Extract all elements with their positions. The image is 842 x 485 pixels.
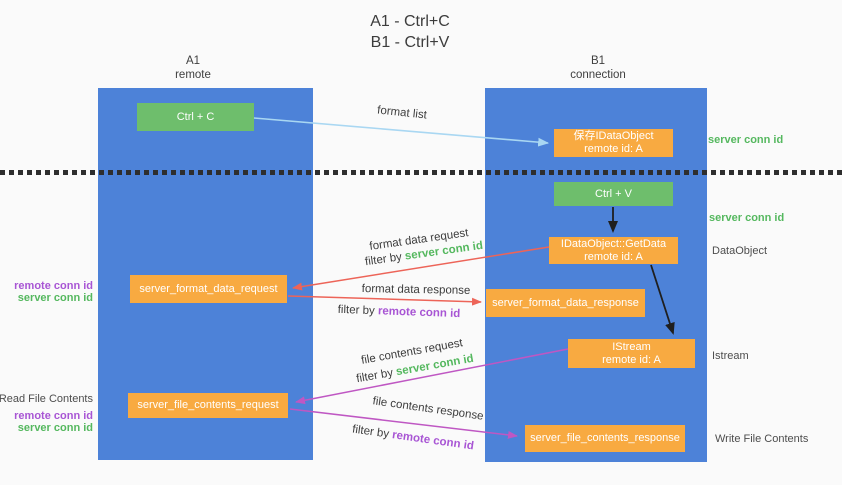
dataobject-label: DataObject [712, 245, 768, 257]
node-file-response-label: server_file_contents_response [530, 432, 680, 444]
server-conn-id-label-lower: server conn id [17, 422, 93, 434]
node-getdata-line1: IDataObject::GetData [560, 237, 667, 250]
node-istream: IStream remote id: A [568, 339, 695, 368]
node-file-request: server_file_contents_request [128, 393, 288, 418]
format-data-response-filter-label: filter by remote conn id [337, 304, 460, 320]
node-istream-line2: remote id: A [602, 353, 661, 366]
file-contents-response-filter-label: filter by remote conn id [351, 424, 474, 453]
node-format-request: server_format_data_request [130, 275, 287, 303]
read-file-contents-label: Read File Contents [0, 393, 93, 405]
format-data-response-label: format data response [361, 283, 471, 297]
lane-a1-role: remote [175, 69, 211, 81]
dashed-divider [0, 170, 842, 175]
diagram-title: A1 - Ctrl+C B1 - Ctrl+V [320, 11, 500, 53]
node-ctrl-c-label: Ctrl + C [176, 110, 215, 123]
node-format-response: server_format_data_response [486, 289, 645, 317]
node-ctrl-v: Ctrl + V [554, 182, 673, 206]
node-save-idataobject-line1: 保存IDataObject [573, 130, 654, 142]
filter-by-text: filter by [355, 366, 398, 386]
filter-by-text: filter by [337, 303, 379, 318]
title-line-2: B1 - Ctrl+V [370, 34, 450, 51]
lane-header-b1: B1 connection [538, 54, 658, 82]
server-conn-id-label-mid: server conn id [709, 212, 785, 224]
node-file-response: server_file_contents_response [525, 425, 685, 452]
format-data-response-arrow [287, 295, 482, 306]
node-save-idataobject-line2: remote id: A [584, 143, 643, 155]
lane-a1-name: A1 [185, 55, 201, 67]
remote-conn-id-label-upper: remote conn id [14, 280, 93, 292]
node-format-request-label: server_format_data_request [139, 282, 278, 295]
node-ctrl-v-label: Ctrl + V [595, 187, 632, 200]
title-line-1: A1 - Ctrl+C [370, 13, 450, 30]
remote-conn-id-label-lower: remote conn id [14, 410, 93, 422]
lane-header-a1: A1 remote [133, 54, 253, 82]
write-file-contents-label: Write File Contents [715, 433, 809, 445]
node-ctrl-c: Ctrl + C [137, 103, 254, 131]
node-format-response-label: server_format_data_response [492, 296, 639, 309]
filter-by-text: filter by [364, 250, 406, 269]
node-file-request-label: server_file_contents_request [137, 399, 279, 411]
remote-conn-id-text: remote conn id [377, 305, 461, 321]
lane-b1-name: B1 [590, 55, 606, 67]
node-save-idataobject: 保存IDataObject remote id: A [554, 129, 673, 157]
server-conn-id-label-upper: server conn id [17, 292, 93, 304]
server-conn-id-label-top: server conn id [708, 134, 784, 146]
lane-b1-role: connection [570, 69, 626, 81]
node-getdata-line2: remote id: A [584, 250, 643, 263]
istream-label: Istream [712, 350, 749, 362]
node-getdata: IDataObject::GetData remote id: A [549, 237, 678, 264]
format-list-label: format list [376, 104, 428, 122]
filter-by-text: filter by [351, 423, 393, 442]
node-istream-line1: IStream [612, 340, 651, 353]
remote-conn-id-text: remote conn id [391, 429, 475, 453]
file-contents-response-label: file contents response [371, 395, 485, 423]
